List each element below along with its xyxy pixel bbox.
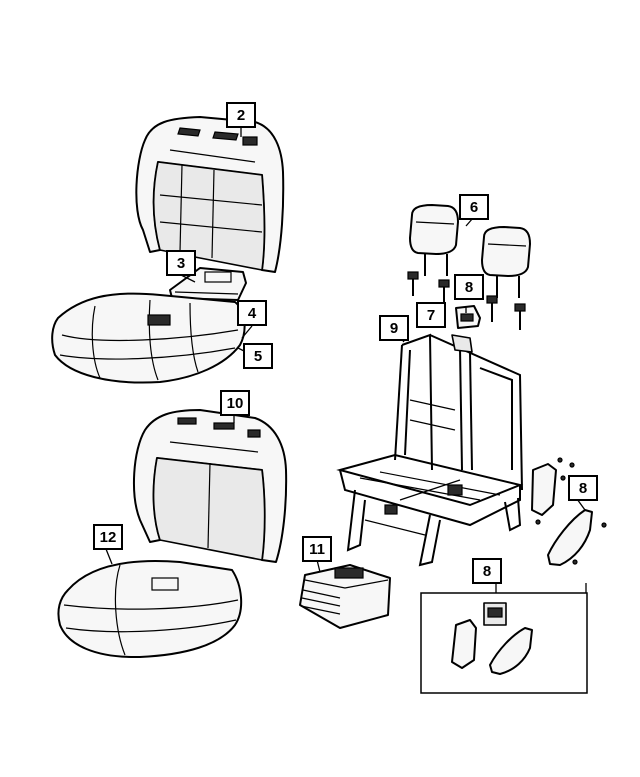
leader-11: [316, 559, 321, 573]
leader-3: [180, 274, 196, 283]
callout-8-top: 8: [454, 274, 484, 300]
callout-9: 9: [379, 315, 409, 341]
seat-cushion-front: [51, 292, 246, 384]
callout-8-kit: 8: [472, 558, 502, 584]
leader-4: [241, 325, 253, 339]
side-shield-group: [531, 457, 607, 566]
kit-box: [420, 592, 588, 694]
callout-12: 12: [93, 524, 123, 550]
callout-2: 2: [226, 102, 256, 128]
trim-cover-top: [455, 305, 481, 329]
callout-4: 4: [237, 300, 267, 326]
seat-cushion-rear: [57, 559, 243, 659]
kit-covers: [451, 602, 533, 675]
callout-8-side: 8: [568, 475, 598, 501]
seat-back-upper: [135, 116, 285, 273]
headrest-guides: [407, 271, 526, 330]
callout-10: 10: [220, 390, 250, 416]
callout-7: 7: [416, 302, 446, 328]
seat-frame: [336, 333, 524, 567]
callout-5: 5: [243, 343, 273, 369]
headrest-left: [409, 204, 459, 276]
storage-bin: [299, 564, 391, 629]
seat-back-lower: [132, 409, 288, 563]
leader-12: [105, 548, 113, 565]
headrest-right: [481, 226, 531, 298]
callout-6: 6: [459, 194, 489, 220]
callout-11: 11: [302, 536, 332, 562]
callout-3: 3: [166, 250, 196, 276]
